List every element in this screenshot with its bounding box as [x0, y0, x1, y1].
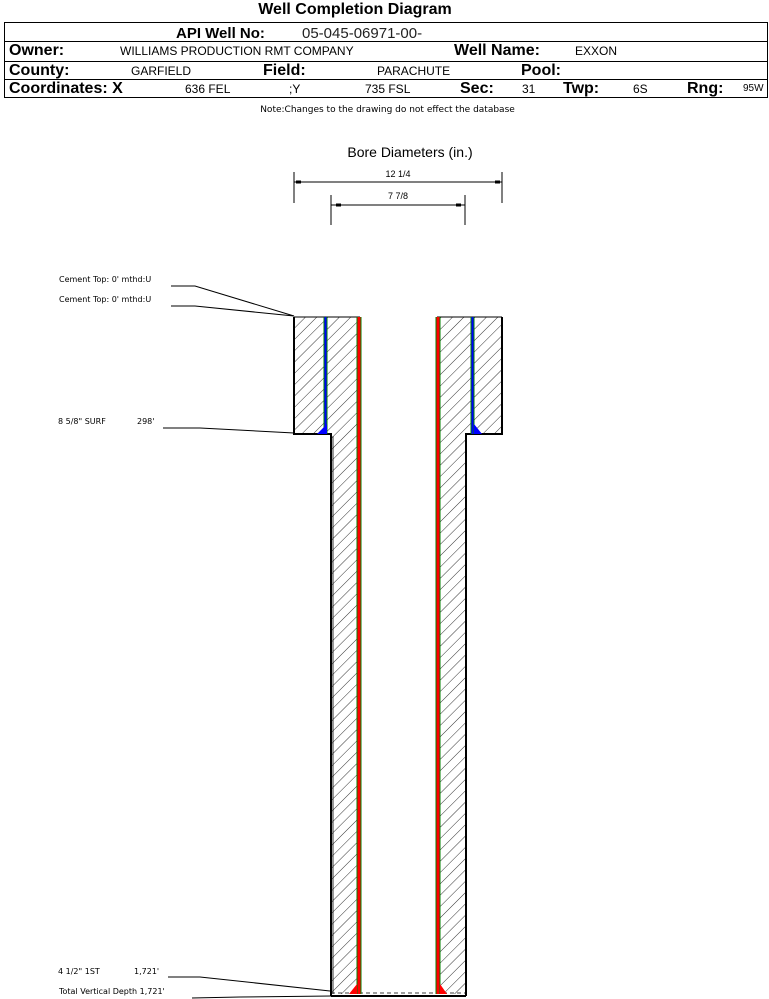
header-table [4, 22, 768, 98]
production-shoe-left [349, 984, 357, 994]
coord-y-value: 735 FSL [365, 82, 411, 96]
coordinates-label: Coordinates: X [9, 80, 123, 97]
bore-dimension-7-7-8: 7 7/8 [330, 191, 466, 225]
surface-depth-label: 298' [137, 417, 154, 426]
field-value: PARACHUTE [377, 64, 451, 78]
bore-label-inner: 7 7/8 [388, 191, 408, 201]
surface-casing [317, 317, 482, 434]
header-divider [4, 79, 768, 80]
surface-casing-label: 8 5/8" SURF [58, 417, 106, 426]
owner-value: WILLIAMS PRODUCTION RMT COMPANY [120, 44, 354, 58]
sec-value: 31 [522, 82, 536, 96]
rng-value: 95W [743, 83, 764, 94]
production-casing [349, 317, 447, 994]
header-divider [4, 41, 768, 42]
cement-top-label: Cement Top: 0' mthd:U [59, 295, 151, 304]
sec-label: Sec: [460, 80, 494, 97]
api-well-value: 05-045-06971-00- [302, 25, 423, 42]
county-value: GARFIELD [131, 64, 192, 78]
api-well-label: API Well No: [176, 25, 265, 42]
bore-label-outer: 12 1/4 [385, 169, 410, 179]
surface-shoe-left [317, 424, 327, 434]
surface-shoe-right [474, 424, 482, 434]
header-divider [4, 61, 768, 62]
coord-y-label: ;Y [289, 82, 301, 96]
production-depth-label: 1,721' [134, 967, 159, 976]
production-casing-label: 4 1/2" 1ST [58, 967, 100, 976]
annotation-cement-top-2: Cement Top: 0' mthd:U [59, 295, 295, 317]
disclaimer-note: Note:Changes to the drawing do not effec… [260, 105, 515, 115]
twp-label: Twp: [563, 80, 600, 97]
rng-label: Rng: [687, 80, 724, 97]
annotation-cement-top-1: Cement Top: 0' mthd:U [59, 275, 295, 317]
coord-x-value: 636 FEL [185, 82, 231, 96]
county-label: County: [9, 62, 70, 79]
annotation-total-depth: Total Vertical Depth 1,721' [58, 987, 332, 999]
pool-label: Pool: [521, 62, 561, 79]
bore-diameters-title: Bore Diameters (in.) [347, 144, 472, 160]
well-name-value: EXXON [575, 44, 618, 58]
twp-value: 6S [633, 82, 648, 96]
owner-label: Owner: [9, 42, 65, 59]
cement-top-label: Cement Top: 0' mthd:U [59, 275, 151, 284]
well-name-label: Well Name: [454, 42, 540, 59]
bore-dimension-12-1-4: 12 1/4 [293, 169, 503, 203]
annotation-production-casing: 4 1/2" 1ST 1,721' [58, 967, 331, 992]
production-shoe-right [440, 984, 447, 994]
annotation-surface-casing: 8 5/8" SURF 298' [58, 417, 295, 434]
total-depth-label: Total Vertical Depth 1,721' [58, 987, 165, 996]
page-title: Well Completion Diagram [258, 1, 452, 18]
field-label: Field: [263, 62, 306, 79]
